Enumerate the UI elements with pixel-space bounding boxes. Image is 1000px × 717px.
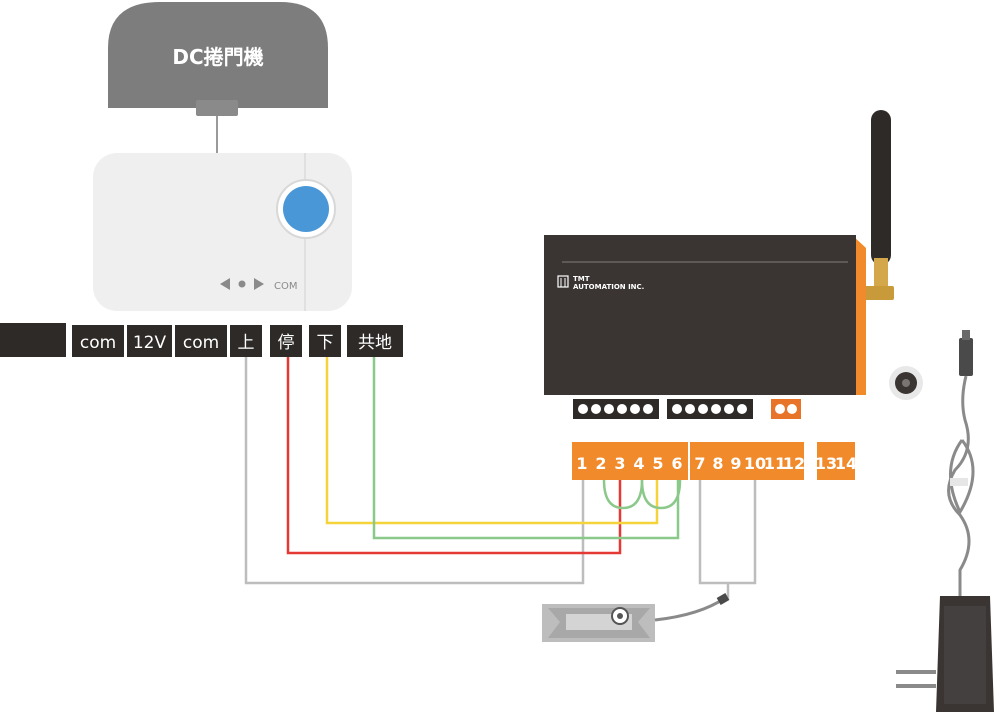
terminal-13: 13	[815, 454, 837, 473]
terminal-12: 12	[783, 454, 805, 473]
screw-block-a	[573, 399, 659, 419]
tmt-logo-icon	[557, 275, 569, 288]
terminal-strip: com 12V com 上 停 下 共地	[0, 323, 403, 357]
receiver-box: COM	[93, 153, 352, 311]
terminal-com-1: com	[80, 333, 116, 353]
dot-icon	[238, 280, 246, 288]
power-adapter	[896, 330, 994, 712]
terminal-12v: 12V	[133, 333, 167, 353]
arrow-left-icon	[220, 278, 230, 290]
terminal-block-c	[817, 442, 855, 480]
terminal-ground: 共地	[358, 333, 392, 353]
motor-connector	[196, 100, 238, 116]
screw-block-b	[667, 399, 753, 419]
plug-prong-1	[896, 670, 936, 674]
dc-jack	[889, 366, 923, 400]
screw-block-c	[771, 399, 801, 419]
terminal-6: 6	[671, 454, 682, 473]
terminal-4: 4	[633, 454, 644, 473]
dc-motor: DC捲門機	[108, 2, 328, 155]
controller-body	[544, 235, 856, 395]
terminal-com-2: com	[183, 333, 219, 353]
antenna	[871, 110, 891, 265]
terminal-up: 上	[238, 333, 255, 353]
terminal-5: 5	[652, 454, 663, 473]
terminal-1: 1	[576, 454, 587, 473]
terminal-down: 下	[317, 333, 334, 353]
terminal-14: 14	[835, 454, 857, 473]
arrow-right-icon	[254, 278, 264, 290]
adapter-cable	[947, 375, 971, 596]
motor-label: DC捲門機	[172, 45, 263, 69]
wire-sensor	[698, 480, 757, 585]
terminal-10: 10	[744, 454, 766, 473]
terminal-3: 3	[614, 454, 625, 473]
plug-prong-2	[896, 684, 936, 688]
jumper-loop-1	[602, 479, 644, 510]
terminal-11: 11	[764, 454, 786, 473]
magnetic-sensor	[542, 593, 730, 642]
terminal-block-b	[690, 442, 804, 480]
brand-line1: TMT	[573, 275, 590, 283]
wire-stop	[286, 357, 622, 555]
terminal-block-a	[572, 442, 688, 480]
jumper-loop-2	[640, 479, 682, 510]
controller-terminals: 1 2 3 4 5 6 7 8 9 10 11 12 13 14	[572, 442, 857, 480]
terminal-strip-cable	[0, 323, 66, 357]
com-label: COM	[274, 281, 297, 292]
wire-up	[244, 357, 585, 585]
adapter-plug	[959, 338, 973, 376]
terminal-stop: 停	[278, 333, 295, 353]
controller-unit: TMT AUTOMATION INC.	[544, 110, 894, 419]
wire-ground	[372, 357, 680, 540]
sensor-cable	[654, 596, 726, 622]
antenna-connector	[874, 258, 888, 290]
terminal-8: 8	[712, 454, 723, 473]
receiver-button[interactable]	[283, 186, 329, 232]
cable-tie	[950, 478, 968, 486]
terminal-2: 2	[595, 454, 606, 473]
terminal-7: 7	[694, 454, 705, 473]
brand-line2: AUTOMATION INC.	[573, 283, 644, 291]
wire-down	[325, 357, 659, 525]
terminal-9: 9	[730, 454, 741, 473]
